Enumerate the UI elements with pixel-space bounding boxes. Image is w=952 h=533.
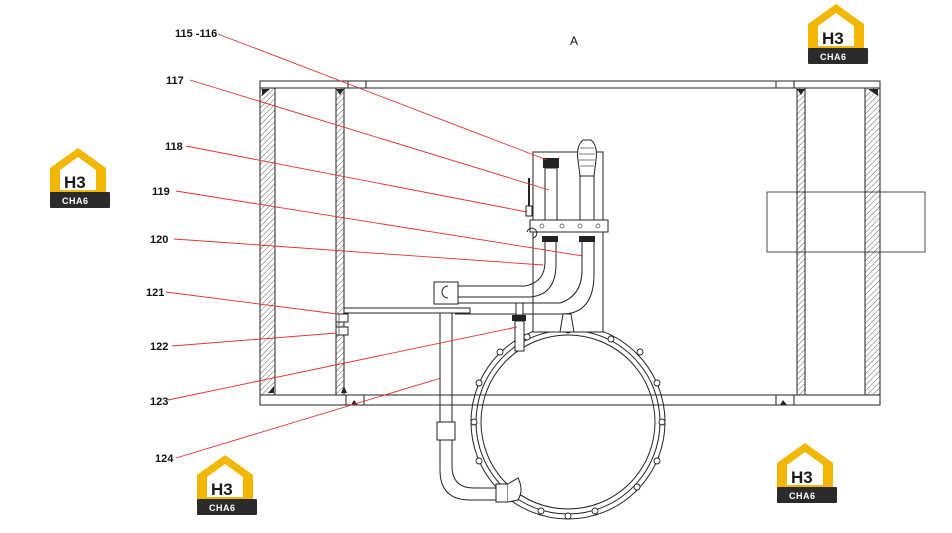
svg-text:CHA6: CHA6	[62, 196, 89, 206]
svg-text:H3: H3	[791, 468, 813, 487]
leader-120	[173, 238, 544, 266]
leader-115-116	[217, 33, 548, 161]
callout-119: 119	[152, 186, 170, 198]
callout-124: 124	[155, 453, 174, 465]
callout-118: 118	[165, 141, 183, 153]
svg-text:H3: H3	[822, 29, 844, 48]
sensor-assembly	[525, 139, 597, 242]
leader-119	[175, 190, 584, 257]
leader-123	[167, 326, 518, 401]
watermark-logo: H3 CHA6	[50, 148, 110, 208]
callout-122: 122	[150, 341, 168, 353]
leader-121	[165, 291, 338, 315]
leader-122	[171, 332, 338, 347]
svg-text:CHA6: CHA6	[789, 491, 816, 501]
callout-115-116: 115 -116	[175, 28, 217, 40]
callout-120: 120	[150, 234, 168, 246]
callout-labels: 115 -116 117 118 119 120 121 122 123 124…	[146, 28, 578, 465]
svg-text:H3: H3	[211, 480, 233, 499]
hose-assembly	[335, 242, 595, 503]
callout-117: 117	[166, 75, 184, 87]
leader-118	[185, 145, 528, 213]
mounting-plate	[526, 151, 609, 333]
housing-frame	[259, 80, 926, 406]
svg-text:CHA6: CHA6	[820, 52, 847, 62]
leader-117	[189, 79, 550, 191]
svg-text:H3: H3	[64, 173, 86, 192]
leader-124	[175, 377, 442, 459]
watermark-logo: H3 CHA6	[197, 455, 257, 515]
view-label: A	[570, 34, 578, 48]
callout-121: 121	[146, 287, 164, 299]
watermark-logo: H3 CHA6	[808, 4, 868, 64]
watermark-logo: H3 CHA6	[777, 443, 837, 503]
leader-lines	[165, 33, 584, 459]
callout-123: 123	[150, 396, 168, 408]
svg-text:CHA6: CHA6	[209, 503, 236, 513]
